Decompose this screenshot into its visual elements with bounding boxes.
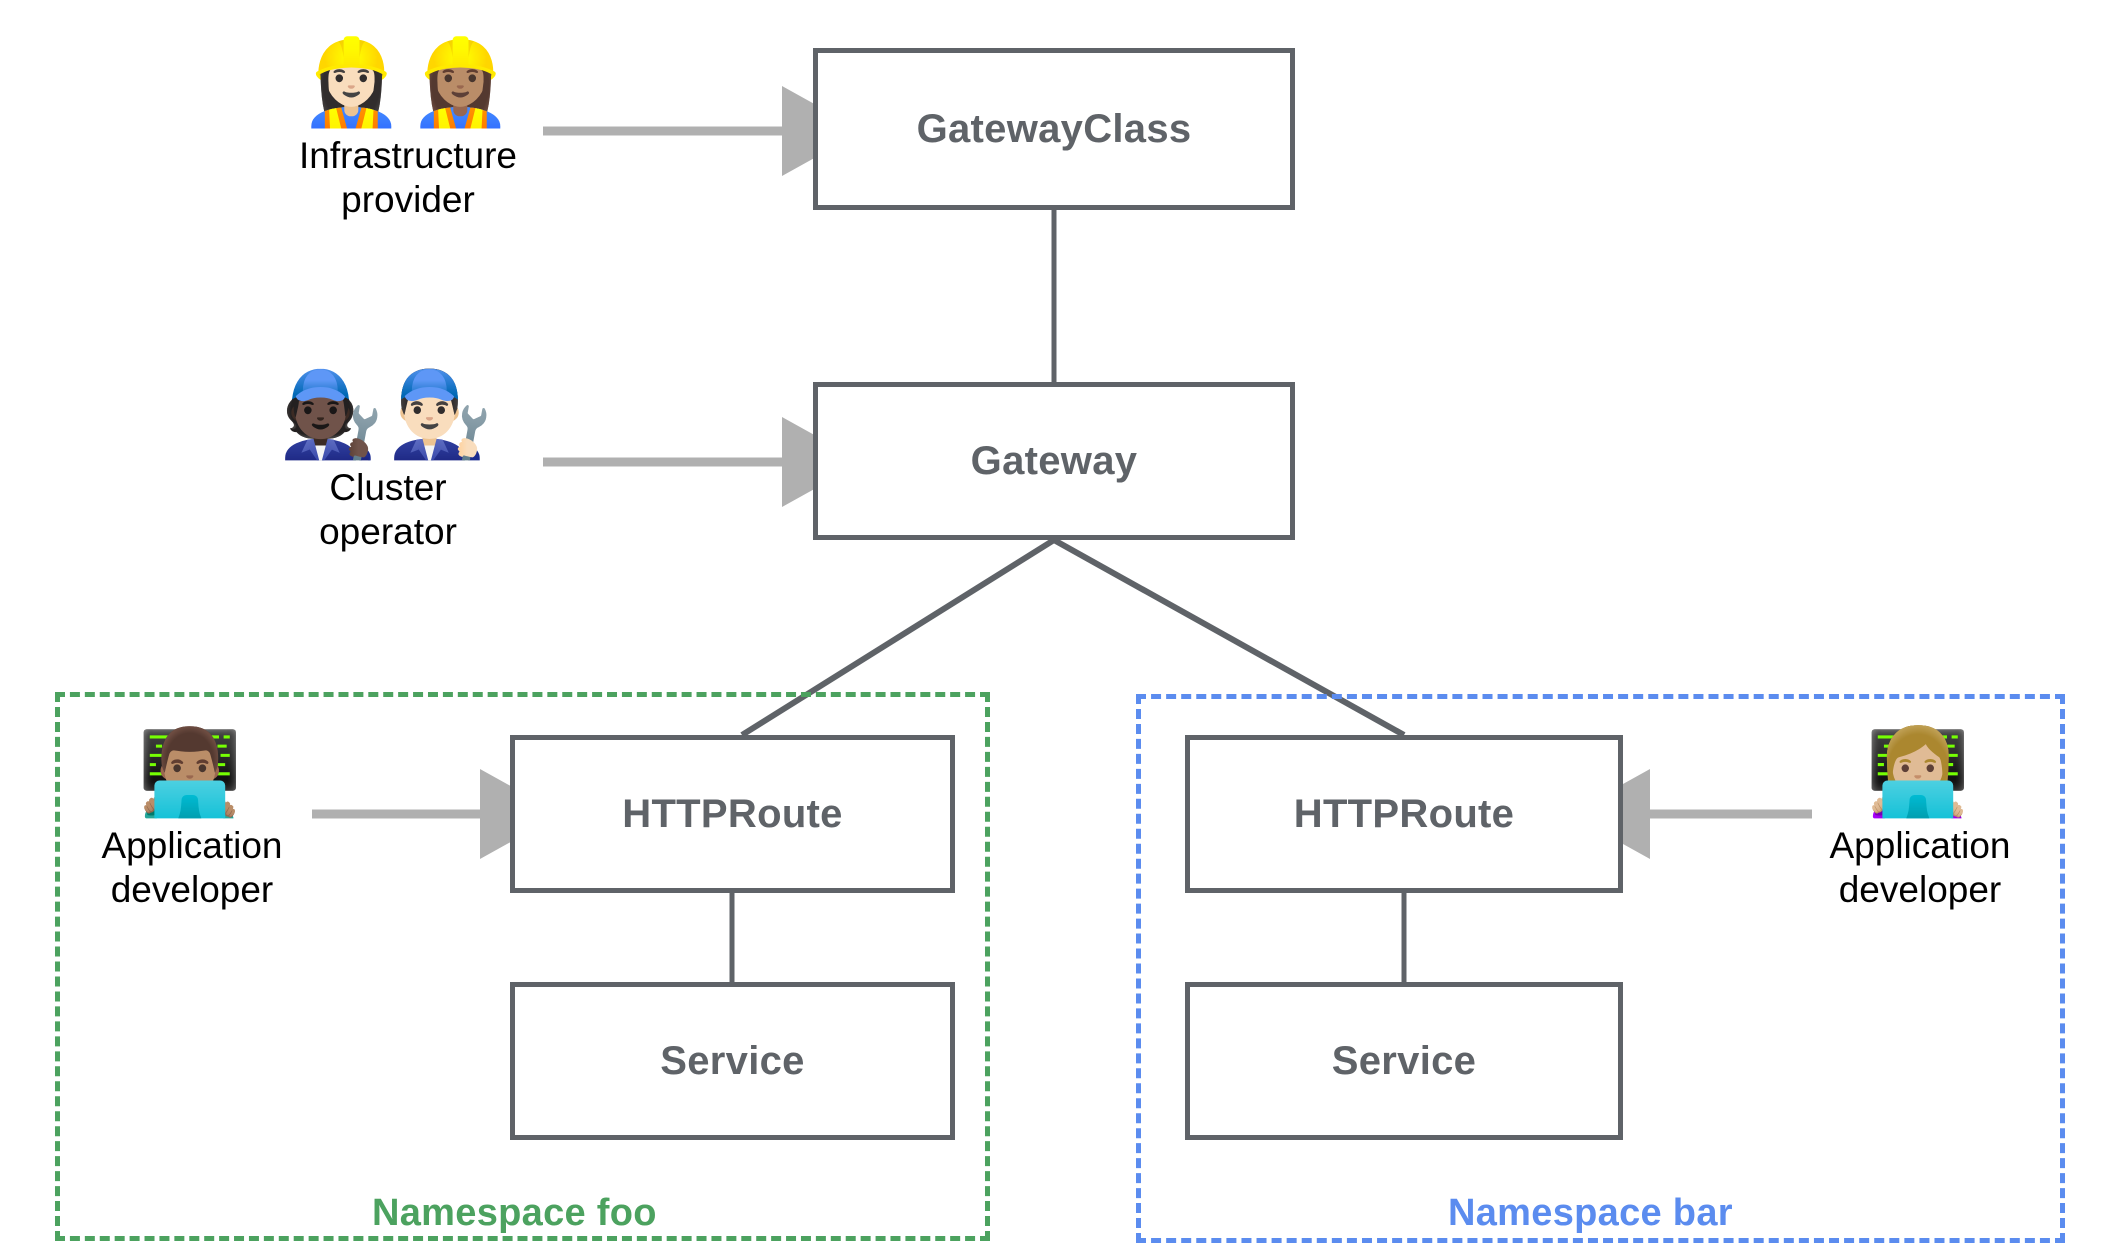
namespace-foo-container xyxy=(55,692,990,1241)
gatewayclass-box[interactable]: GatewayClass xyxy=(813,48,1295,210)
gateway-box[interactable]: Gateway xyxy=(813,382,1295,540)
persona-cluster-operator: 🧑🏿‍🔧👨🏻‍🔧 Cluster operator xyxy=(218,372,558,553)
persona-app-developer-foo: 👨🏽‍💻 Application developer xyxy=(52,730,332,911)
service-bar-box[interactable]: Service xyxy=(1185,982,1623,1140)
technologist-icon: 👩🏼‍💻 xyxy=(1865,723,1975,821)
persona-app-developer-bar: 👩🏼‍💻 Application developer xyxy=(1780,730,2060,911)
persona-app-developer-foo-label: Application developer xyxy=(101,825,283,910)
construction-worker-icon: 👷🏻‍♀️👷🏽‍♀️ xyxy=(299,33,517,131)
httproute-bar-box[interactable]: HTTPRoute xyxy=(1185,735,1623,893)
persona-app-developer-bar-label: Application developer xyxy=(1829,825,2011,910)
technologist-icon: 👨🏽‍💻 xyxy=(137,723,247,821)
persona-cluster-operator-label: Cluster operator xyxy=(319,467,457,552)
namespace-bar-label: Namespace bar xyxy=(1442,1192,1739,1235)
mechanic-icon: 🧑🏿‍🔧👨🏻‍🔧 xyxy=(279,365,497,463)
namespace-foo-label: Namespace foo xyxy=(366,1192,663,1235)
service-foo-box[interactable]: Service xyxy=(510,982,955,1140)
namespace-bar-container xyxy=(1136,694,2065,1243)
httproute-foo-box[interactable]: HTTPRoute xyxy=(510,735,955,893)
persona-infrastructure-provider: 👷🏻‍♀️👷🏽‍♀️ Infrastructure provider xyxy=(238,40,578,221)
persona-infrastructure-provider-label: Infrastructure provider xyxy=(299,135,517,220)
